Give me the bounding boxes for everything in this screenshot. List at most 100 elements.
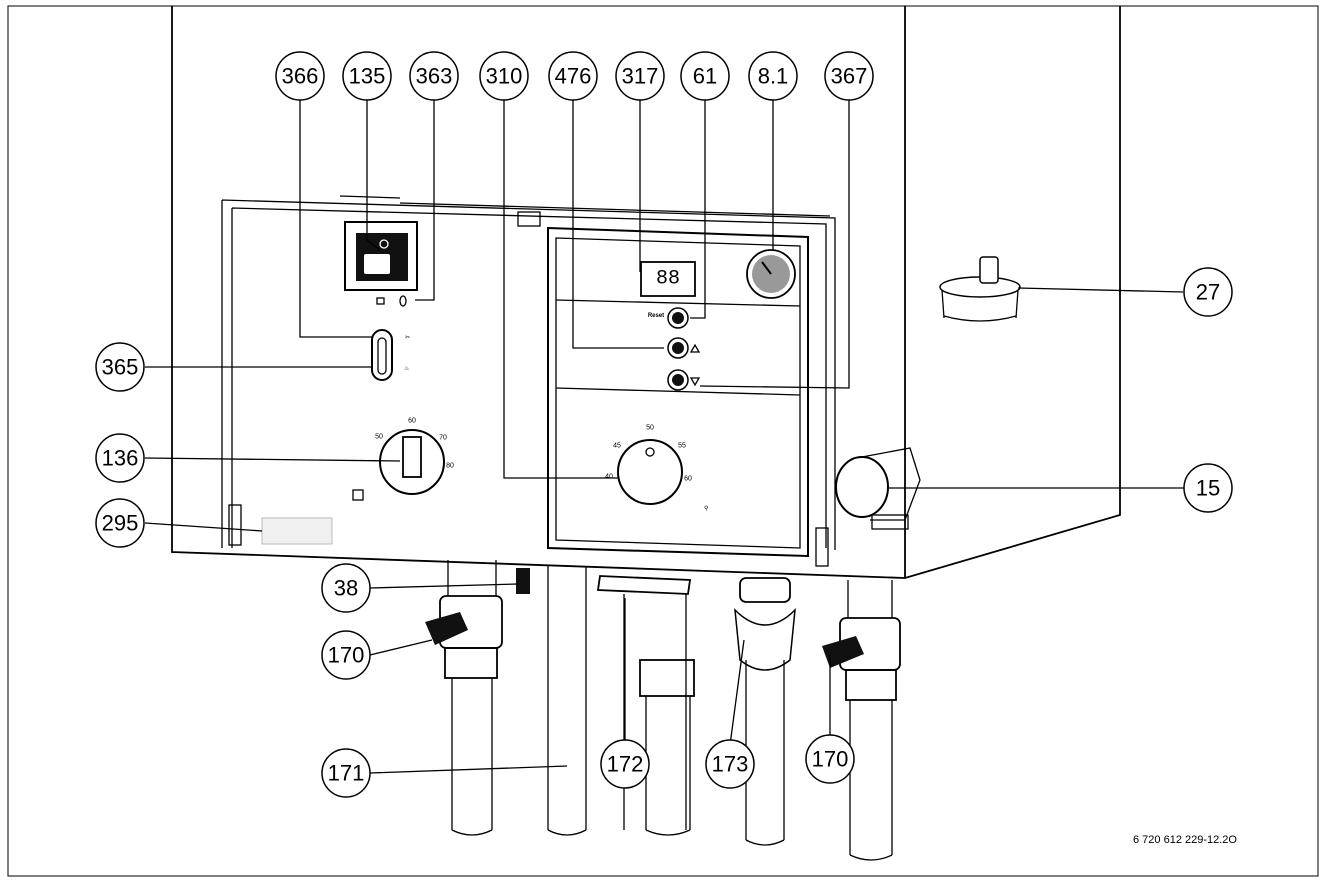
callout-367: 367 [824, 51, 874, 101]
callout-366-label: 366 [282, 64, 319, 89]
flow-pipe-lower [451, 678, 493, 830]
flame-icon: ♨ [404, 365, 409, 372]
fill-and-drain-tap[interactable] [516, 568, 530, 594]
hot-water-temperature-dial[interactable] [617, 439, 683, 505]
callout-295: 295 [95, 498, 145, 548]
callout-15-label: 15 [1196, 476, 1220, 501]
cold-water-valve-head[interactable] [739, 577, 791, 603]
callout-476-label: 476 [555, 64, 592, 89]
callout-61-label: 61 [693, 64, 717, 89]
callout-172-label: 172 [607, 752, 644, 777]
return-pipe-upper [847, 580, 893, 620]
panel-top-edge-2 [399, 202, 831, 217]
down-arrow-icon [689, 377, 701, 387]
callout-363: 363 [409, 51, 459, 101]
panel-latch-left [228, 504, 242, 546]
gas-cock-pipe-lower [645, 696, 691, 830]
service-divider-1 [555, 299, 801, 307]
return-valve-handle[interactable] [822, 636, 864, 668]
callout-170-left: 170 [321, 630, 371, 680]
type-label-plate [261, 517, 333, 545]
callout-27: 27 [1183, 267, 1233, 317]
control-panel-inner-frame [231, 207, 827, 548]
callout-317: 317 [615, 51, 665, 101]
on-indicator-icon [399, 295, 407, 307]
pressure-gauge-needle [761, 261, 772, 275]
callout-136-label: 136 [102, 446, 139, 471]
callout-476: 476 [548, 51, 598, 101]
return-valve-nut [845, 669, 897, 701]
safety-valve-knob[interactable] [835, 456, 889, 518]
flow-valve-handle[interactable] [425, 612, 468, 645]
gas-cock-lever[interactable] [596, 575, 692, 595]
callout-367-label: 367 [831, 64, 868, 89]
off-indicator-icon [376, 297, 385, 305]
callout-38-label: 38 [334, 576, 358, 601]
gas-pipe [547, 566, 587, 830]
hot-water-dial-marker [645, 447, 655, 457]
tap-icon: ⚲ [704, 505, 708, 512]
digital-display [640, 261, 696, 297]
leader-lines [144, 100, 1185, 774]
callout-363-label: 363 [416, 64, 453, 89]
down-button-cap [672, 374, 684, 386]
callout-310-label: 310 [486, 64, 523, 89]
panel-latch-right [815, 527, 829, 567]
return-pipe-end [849, 854, 893, 861]
callout-310: 310 [479, 51, 529, 101]
up-button-cap [672, 342, 684, 354]
callout-135: 135 [342, 51, 392, 101]
callout-8-1-label: 8.1 [758, 64, 789, 89]
cold-water-valve-body [734, 607, 796, 671]
panel-clip [517, 211, 541, 227]
up-arrow-icon [689, 343, 701, 353]
callout-170-left-label: 170 [328, 643, 365, 668]
callout-170-right-label: 170 [812, 747, 849, 772]
flow-pipe-end [451, 829, 493, 836]
siphon-body [941, 289, 1019, 322]
heating-tick-70: 70 [439, 435, 447, 442]
callout-170-right: 170 [805, 734, 855, 784]
heating-temperature-dial[interactable] [379, 429, 445, 495]
gas-cock-nut [639, 659, 695, 697]
callout-135-label: 135 [349, 64, 386, 89]
callout-365-label: 365 [102, 355, 139, 380]
callout-366: 366 [275, 51, 325, 101]
heating-dial-grip [402, 436, 422, 478]
callout-173: 173 [705, 739, 755, 789]
dhw-tick-60: 60 [684, 476, 692, 483]
display-readout: 88 [656, 268, 680, 291]
reset-button-cap [672, 312, 684, 324]
radiator-icon [352, 489, 364, 501]
callout-171-label: 171 [328, 761, 365, 786]
gas-pipe-end [547, 829, 587, 836]
control-panel-frame [221, 199, 836, 550]
heating-tick-80: 80 [446, 463, 454, 470]
figure-border [7, 5, 1319, 877]
service-panel-inner [555, 237, 801, 549]
dhw-tick-55: 55 [678, 443, 686, 450]
callout-27-label: 27 [1196, 280, 1220, 305]
safety-valve-mount [871, 514, 909, 530]
gas-cock-pipe [623, 594, 687, 830]
slider-track [377, 337, 387, 375]
flow-pipe-upper [447, 560, 497, 600]
heating-tick-50: 50 [375, 434, 383, 441]
dhw-tick-45: 45 [613, 443, 621, 450]
tool-icon: ✂ [405, 335, 410, 341]
dhw-tick-50: 50 [646, 425, 654, 432]
service-divider-2 [555, 387, 801, 396]
callout-136: 136 [95, 433, 145, 483]
callout-61: 61 [680, 51, 730, 101]
callout-173-label: 173 [712, 752, 749, 777]
callout-317-label: 317 [622, 64, 659, 89]
flow-valve-nut [444, 647, 498, 679]
cold-water-pipe-end [745, 839, 785, 846]
return-pipe-lower [849, 700, 893, 855]
gas-cock-pipe-end [645, 829, 691, 836]
callout-172: 172 [600, 739, 650, 789]
main-switch-button[interactable] [364, 254, 390, 274]
siphon-stem [979, 256, 999, 284]
chimney-sweep-slider[interactable] [371, 329, 393, 381]
